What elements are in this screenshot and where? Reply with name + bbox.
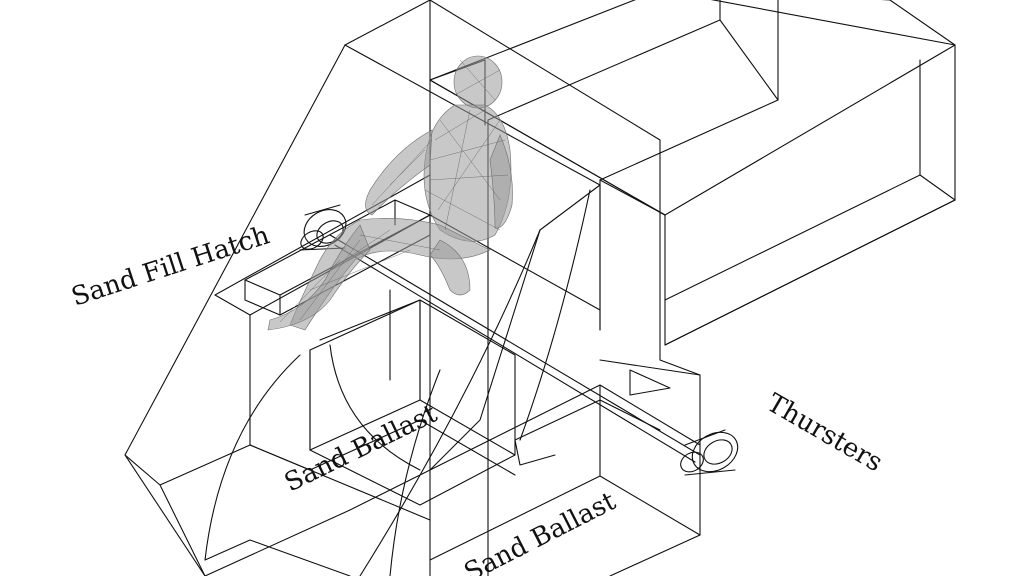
hull-main [124,0,661,576]
sand-ballast-label-lower: Sand Ballast [460,486,622,576]
thruster-ring-icon [680,429,739,476]
ballast-box-lower [429,359,701,576]
thrusters-label: Thursters [762,388,888,478]
upper-compartment [429,0,956,346]
keel-curves [204,189,591,576]
seated-person-figure [267,55,513,331]
drive-shaft [329,234,701,463]
sand-ballast-label-upper: Sand Ballast [280,399,442,499]
labels: Sand Fill Hatch Sand Ballast Sand Ballas… [68,220,888,576]
sand-fill-hatch-label: Sand Fill Hatch [68,220,274,312]
